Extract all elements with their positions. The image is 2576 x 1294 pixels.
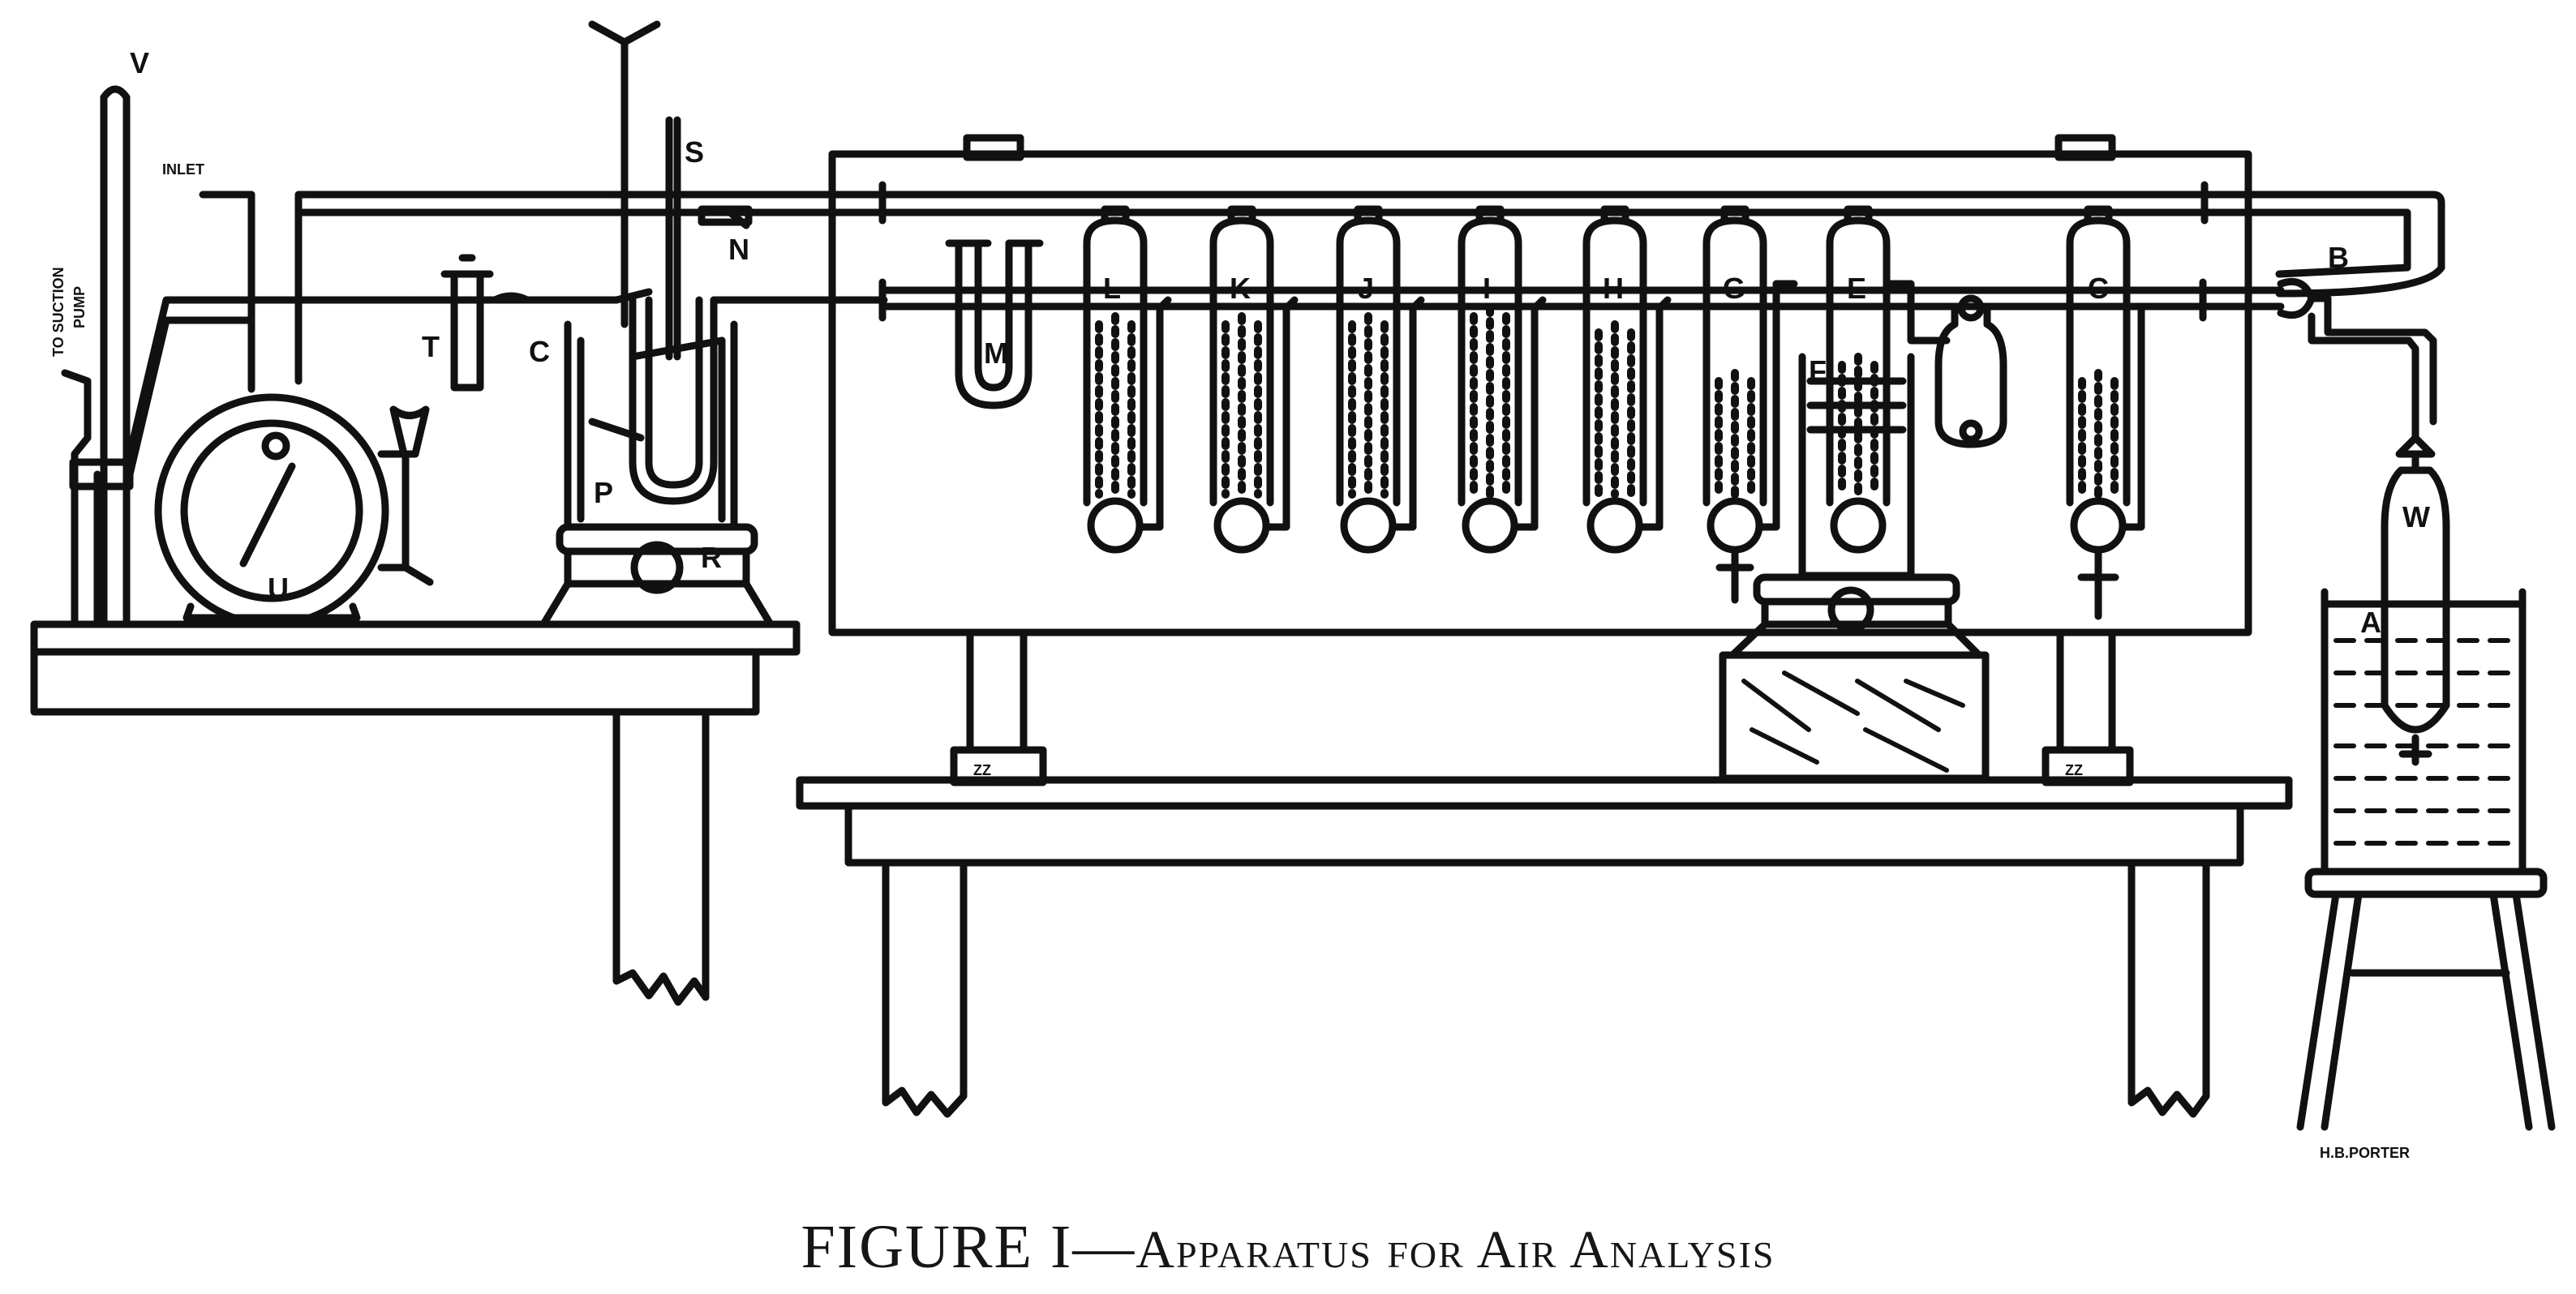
tower-E [1826, 205, 1951, 554]
tower-G [1702, 205, 1798, 604]
label-M: M [984, 336, 1008, 370]
label-S: S [685, 135, 704, 169]
tower-I [1458, 205, 1547, 554]
label-A: A [2360, 606, 2381, 639]
beaker-C [564, 288, 888, 531]
tower-C [2066, 205, 2145, 620]
block-label-right: ZZ [2065, 762, 2083, 778]
top-gas-line [294, 181, 2445, 298]
label-L: L [1103, 272, 1121, 305]
stove-right [1719, 573, 1990, 782]
absorption-towers [1083, 205, 2145, 620]
stove-R [539, 523, 775, 628]
label-P: P [594, 476, 613, 509]
label-C-left: C [529, 335, 550, 368]
caption-main: FIGURE I— [801, 1213, 1136, 1281]
suction-manometer [61, 85, 418, 628]
label-E: E [1847, 272, 1866, 305]
u-tube-M [945, 239, 1044, 409]
label-N: N [728, 233, 749, 266]
tower-packing [1095, 304, 2119, 499]
tower-K [1209, 205, 1299, 554]
label-C: C [2088, 272, 2109, 305]
stool [2296, 868, 2556, 1131]
tower-L [1083, 205, 1172, 554]
aspirator-W [2381, 418, 2450, 766]
caption-sub: Apparatus for Air Analysis [1136, 1220, 1775, 1279]
label-K: K [1230, 272, 1251, 305]
label-F: F [1809, 354, 1827, 388]
label-B: B [2328, 241, 2349, 274]
label-V: V [130, 46, 149, 79]
label-R: R [701, 541, 722, 574]
gas-meter [154, 191, 434, 628]
label-U: U [268, 572, 289, 605]
tower-J [1336, 205, 1425, 554]
figure-caption: FIGURE I—Apparatus for Air Analysis [0, 1212, 2576, 1283]
gas-train-line [880, 277, 2437, 426]
bulb-D [1934, 294, 2007, 448]
right-bench [796, 776, 2293, 1118]
artist-signature: H.B.PORTER [2320, 1145, 2410, 1161]
label-T: T [422, 330, 440, 363]
label-H: H [1603, 272, 1624, 305]
label-W: W [2402, 500, 2430, 533]
block-label-left: ZZ [973, 762, 991, 778]
tower-H [1582, 205, 1672, 554]
suction-pump-label-1: TO SUCTION [50, 267, 67, 357]
drying-tube-T [410, 254, 620, 392]
label-I: I [1483, 272, 1491, 305]
label-J: J [1358, 272, 1374, 305]
left-bench [30, 620, 801, 1006]
inlet-label: INLET [162, 161, 204, 178]
suction-pump-label-2: PUMP [71, 286, 88, 328]
funnel-stand-S [588, 20, 753, 361]
label-G: G [1723, 272, 1745, 305]
